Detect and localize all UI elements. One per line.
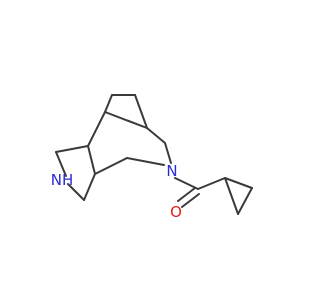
molecule-structure: NH N O	[51, 94, 253, 221]
bond	[104, 111, 148, 129]
bond	[224, 177, 253, 189]
carbonyl-double-bond	[181, 193, 200, 208]
bond	[146, 127, 166, 144]
bond	[174, 177, 199, 190]
bond	[87, 111, 106, 147]
cyclobutyl-ring	[197, 177, 253, 215]
carbonyl-double-bond	[177, 187, 196, 202]
nh-amine-label: NH	[51, 171, 74, 189]
bond	[94, 157, 128, 175]
pyrrolidine-ring	[55, 145, 96, 201]
bond	[55, 151, 67, 177]
bond	[67, 183, 85, 201]
amide-group	[174, 177, 200, 208]
bond	[126, 157, 165, 166]
bond	[83, 173, 96, 201]
bond	[87, 145, 96, 175]
carbonyl-oxygen-label: O	[170, 203, 182, 221]
bond	[164, 142, 172, 164]
amide-nitrogen-label: N	[166, 162, 177, 180]
bicyclic-core	[87, 94, 172, 175]
bond	[237, 187, 253, 215]
bond	[55, 145, 89, 153]
bond	[104, 94, 113, 113]
bond	[224, 177, 239, 215]
bond	[134, 94, 148, 129]
bond	[197, 177, 226, 190]
